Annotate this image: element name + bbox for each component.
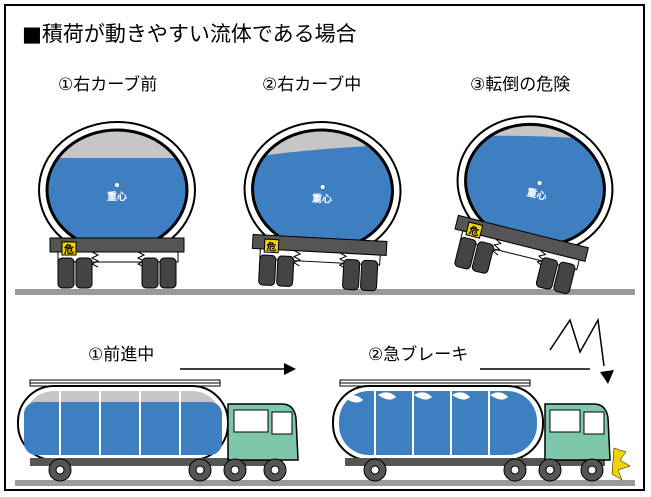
svg-text:危: 危 <box>266 240 277 254</box>
road-bottom <box>15 480 635 486</box>
hazard-plate <box>61 241 77 256</box>
label-during-right-curve: ②右カーブ中 <box>262 75 362 95</box>
truck-rear-before-curve: 重心 危 <box>38 121 196 289</box>
label-rollover-danger: ③転倒の危険 <box>470 75 571 95</box>
road-top <box>15 289 635 295</box>
tanker-side-sudden-braking <box>332 317 631 482</box>
cg-label: 重心 <box>107 190 127 203</box>
cg-dot <box>320 185 325 190</box>
hazard-plate <box>263 238 280 254</box>
impact-burst-icon <box>611 447 631 481</box>
truck-rear-during-curve: 重心 危 <box>243 120 402 292</box>
svg-text:危: 危 <box>468 224 481 239</box>
truck-rear-rollover: 重心 危 <box>452 109 618 295</box>
impact-zigzag-icon <box>549 317 605 367</box>
cg-label: 重心 <box>312 191 333 205</box>
hazard-plate <box>465 221 484 239</box>
liquid-level <box>24 402 222 455</box>
cg-dot <box>115 183 119 187</box>
svg-text:危: 危 <box>64 243 74 256</box>
tanker-side-moving-forward <box>17 363 299 482</box>
diagram-title: ■積荷が動きやすい流体である場合 <box>22 22 357 46</box>
label-before-right-curve: ①右カーブ前 <box>58 75 158 95</box>
label-sudden-braking: ②急ブレーキ <box>368 345 469 365</box>
cg-dot <box>537 181 542 186</box>
label-moving-forward: ①前進中 <box>88 345 155 365</box>
